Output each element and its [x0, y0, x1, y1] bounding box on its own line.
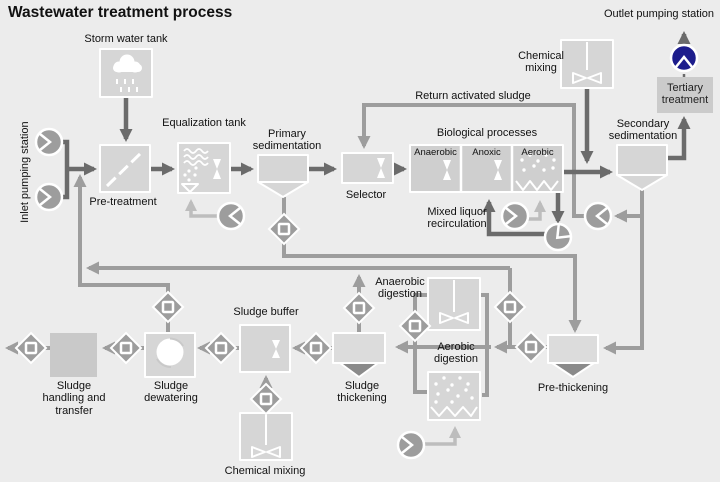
sludge-thickening-unit — [332, 332, 386, 378]
label-biological-processes: Biological processes — [436, 127, 538, 139]
sludge-buffer-tank — [239, 324, 291, 373]
pre-thickening-unit — [547, 334, 599, 378]
label-sludge-handling-transfer: Sludge handling and transfer — [42, 380, 106, 417]
label-mixed-liquor-recirculation: Mixed liquor recirculation — [427, 206, 487, 231]
label-anaerobic-cell: Anaerobic — [414, 147, 457, 158]
ras-pump-icon — [583, 201, 613, 231]
digestion-left-loop — [413, 293, 428, 394]
mixer-icon — [443, 160, 451, 180]
diffuser-icon — [430, 406, 478, 417]
label-chemical-mixing-bottom: Chemical mixing — [224, 465, 306, 477]
inlet-pump-icon — [34, 182, 64, 212]
digestion-right-loop — [480, 293, 489, 397]
page-title: Wastewater treatment process — [8, 4, 233, 21]
mlr-pump-icon — [543, 222, 573, 252]
label-tertiary-treatment: Tertiary treatment — [661, 82, 709, 107]
funnel-icon — [181, 183, 199, 193]
supernatant-pump-icon — [342, 291, 376, 325]
primary-sedimentation-unit — [257, 154, 309, 198]
label-aerobic-digestion: Aerobic digestion — [433, 341, 479, 366]
label-chemical-mixing-top: Chemical mixing — [518, 50, 564, 75]
pre-treatment-unit — [99, 144, 151, 193]
centrate-pump-icon — [151, 290, 185, 324]
dewatered-sludge-pump-icon — [109, 331, 143, 365]
prethickening-pump-icon — [514, 330, 548, 364]
sludge-handling-box — [50, 333, 97, 377]
sludge-dewatering-unit — [144, 332, 196, 378]
mixer-icon — [213, 159, 221, 179]
label-storm-water-tank: Storm water tank — [84, 33, 168, 45]
label-equalization-tank: Equalization tank — [162, 117, 246, 129]
equalization-blower-icon — [216, 201, 246, 231]
process-units — [50, 39, 713, 461]
screen-icon — [105, 149, 145, 188]
label-anaerobic-digestion: Anaerobic digestion — [375, 276, 425, 301]
outlet-pump-icon — [669, 43, 699, 73]
aeration-bubbles-icon — [520, 153, 556, 172]
equalization-tank — [177, 142, 231, 194]
label-anoxic-cell: Anoxic — [472, 147, 501, 158]
air-line-aerobic-digestion — [421, 426, 461, 446]
selector-unit — [341, 152, 394, 184]
rain-cloud-icon — [113, 54, 142, 92]
mixer-icon — [494, 160, 502, 180]
aerobic-digestion-tank — [427, 371, 481, 421]
secondary-sedimentation-unit — [616, 144, 668, 191]
label-secondary-sedimentation: Secondary sedimentation — [608, 118, 678, 143]
bubbles-icon — [183, 166, 198, 182]
primary-sludge-pump-icon — [267, 212, 301, 246]
mixer-icon — [439, 312, 469, 324]
anaerobic-digestion-tank — [427, 277, 481, 331]
label-aerobic-cell: Aerobic — [521, 147, 554, 158]
thickened-sludge-pump-icon — [299, 331, 333, 365]
pumps — [14, 43, 699, 460]
mixer-icon — [272, 340, 280, 358]
digestion-blower-icon — [396, 430, 426, 460]
transfer-pump-icon — [14, 331, 48, 365]
label-primary-sedimentation: Primary sedimentation — [252, 128, 322, 153]
label-pre-treatment: Pre-treatment — [89, 196, 157, 208]
label-selector: Selector — [345, 189, 387, 201]
mlr-discharge-line — [482, 199, 548, 237]
label-outlet-pumping-station: Outlet pumping station — [603, 8, 715, 20]
buffer-out-pump-icon — [204, 331, 238, 365]
chemical-dosing-pump-icon — [249, 382, 283, 416]
centrifuge-icon — [156, 338, 184, 366]
clarifier-funnel — [257, 181, 309, 198]
biological-processes-unit — [409, 144, 564, 193]
inlet-pump-header — [61, 139, 70, 200]
chemical-mixing-bottom-tank — [239, 412, 293, 461]
storm-water-tank — [99, 48, 153, 98]
reject-water-pump-icon — [493, 290, 527, 324]
mixer-icon — [377, 158, 385, 178]
tertiary-treatment-box — [657, 77, 713, 113]
chemical-mixing-top-tank — [560, 39, 614, 89]
thickener-funnel-dark — [551, 362, 595, 378]
aeration-bubbles-icon — [434, 376, 474, 404]
waves-icon — [183, 148, 209, 166]
mixer-icon — [572, 72, 602, 84]
mixer-icon — [251, 446, 281, 458]
aeration-blower-icon — [500, 201, 530, 231]
label-pre-thickening: Pre-thickening — [537, 382, 609, 394]
air-lines — [185, 199, 546, 446]
secondary-underflow-line — [603, 190, 644, 355]
air-line-equalization — [185, 199, 225, 218]
inlet-pump-icon — [34, 127, 64, 157]
label-sludge-dewatering: Sludge dewatering — [144, 380, 198, 405]
clarifier-funnel — [616, 174, 668, 191]
label-sludge-thickening: Sludge thickening — [337, 380, 387, 405]
label-sludge-buffer: Sludge buffer — [233, 306, 299, 318]
digestion-loop-pump-icon — [398, 309, 432, 343]
label-return-activated-sludge: Return activated sludge — [415, 90, 531, 102]
return-activated-sludge-line — [357, 103, 586, 218]
water-flow-lines — [61, 31, 691, 237]
primary-waste-sludge-line — [282, 241, 582, 333]
secondary-effluent-line — [667, 116, 691, 161]
air-line-aerobic — [524, 200, 546, 221]
thickener-funnel-dark — [339, 362, 379, 378]
diffuser-icon — [515, 180, 559, 191]
label-inlet-pumping-station: Inlet pumping station — [18, 121, 31, 223]
